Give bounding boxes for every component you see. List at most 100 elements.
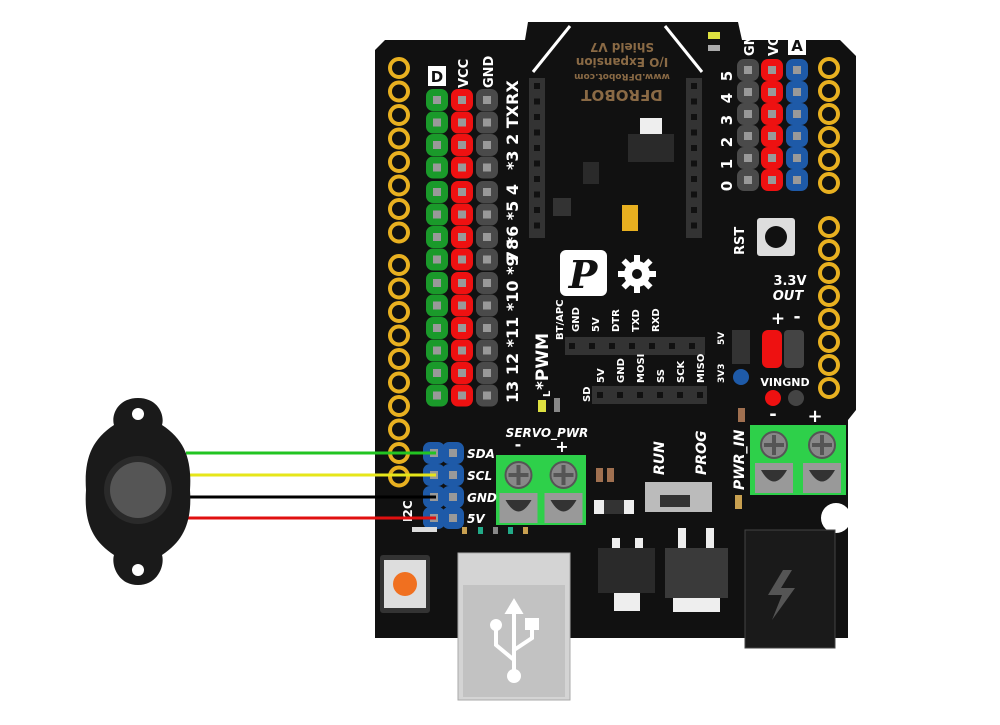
servo-power-terminal[interactable] <box>496 455 586 525</box>
reset-button[interactable] <box>757 218 795 256</box>
rst-label: RST <box>733 227 748 255</box>
voltage-jumper[interactable] <box>732 330 750 364</box>
3v3-out-plus-pins <box>762 330 782 368</box>
header-hole <box>388 151 410 173</box>
reset-button-bottom[interactable] <box>380 555 430 613</box>
digital-labels-8-13: 13 12 *11 *10 *9 8 <box>503 239 522 403</box>
screw-slot <box>764 443 784 447</box>
header-hole <box>818 331 840 353</box>
dc-power-jack[interactable] <box>744 529 836 649</box>
header-hole <box>388 277 410 300</box>
header-hole <box>388 127 410 150</box>
sd-hole <box>697 392 703 398</box>
header-hole <box>388 57 410 79</box>
sensor-wires <box>186 451 436 520</box>
digital-letter-box <box>428 66 446 86</box>
pin-contact <box>768 88 776 96</box>
servo-pwr-label: SERVO_PWR <box>506 426 589 441</box>
pin-contact <box>433 391 441 400</box>
pin-contact <box>458 163 466 172</box>
sd-pin-label: GND <box>616 358 627 383</box>
pin-contact <box>458 279 466 287</box>
run-label: RUN <box>652 441 668 475</box>
servo-minus: - <box>515 435 522 454</box>
xbee-hole <box>691 98 697 105</box>
xbee-hole <box>691 83 697 89</box>
bt-pin-label: 5V <box>591 317 602 332</box>
digital-header <box>426 89 498 407</box>
header-hole <box>388 395 410 417</box>
analog-letter-box <box>788 35 806 55</box>
xbee-hole <box>691 114 697 120</box>
pin-contact <box>768 110 776 118</box>
analog-pin-label: 5 <box>718 71 736 81</box>
clamp-opening <box>761 470 787 482</box>
pin-contact <box>483 369 491 377</box>
bt-hole <box>589 343 595 349</box>
analog-pin-label: 4 <box>718 93 736 103</box>
ic-chip <box>553 198 571 216</box>
resistor <box>596 468 603 482</box>
svg-text:DFROBOT: DFROBOT <box>581 86 663 104</box>
header-hole <box>818 262 840 284</box>
xbee-hole <box>691 160 697 167</box>
sd-hole <box>677 392 683 398</box>
pin-contact <box>458 255 466 264</box>
header-hole <box>818 149 840 171</box>
xbee-header <box>686 78 702 238</box>
resistor <box>554 398 560 412</box>
pin-contact <box>433 188 441 196</box>
pin-contact <box>433 301 441 310</box>
xbee-hole <box>534 191 540 198</box>
digital-gnd-label: GND <box>482 55 497 88</box>
header-hole <box>818 216 840 238</box>
sd-hole <box>657 392 663 398</box>
pin-contact <box>483 188 491 196</box>
digital-labels-4-7: 7 *6 *5 4 <box>503 184 522 262</box>
pwr-plus: + <box>807 406 822 427</box>
pin-contact <box>458 324 466 332</box>
xbee-hole <box>534 176 540 182</box>
vin-gnd-label: VINGND <box>760 376 809 389</box>
xbee-header <box>529 78 545 238</box>
pin-contact <box>433 346 441 355</box>
dfrobot-logo: DFROBOT www.DFRobot.com I/O Expansion Sh… <box>574 40 670 104</box>
sd-hole <box>637 392 643 398</box>
sensor-mount-hole <box>132 564 144 576</box>
arduino-header-holes <box>388 57 840 488</box>
header-hole <box>818 354 840 376</box>
pin-contact <box>744 132 752 140</box>
digital-vcc-label: VCC <box>457 59 472 88</box>
pin-contact <box>433 255 441 264</box>
header-hole <box>388 221 410 244</box>
bt-hole <box>669 343 675 349</box>
header-hole <box>818 239 840 261</box>
led-label: L <box>542 390 553 397</box>
sd-pin-label: SCK <box>676 359 687 383</box>
screw-slot <box>508 473 529 477</box>
header-hole <box>388 418 410 441</box>
power-led <box>708 32 720 39</box>
xbee-hole <box>691 176 697 182</box>
pin-contact <box>793 132 801 140</box>
header-hole <box>818 103 840 125</box>
usb-icon <box>490 598 539 683</box>
screw-slot <box>812 443 832 447</box>
pwm-label: *PWM <box>533 333 553 390</box>
clamp-opening <box>809 470 835 482</box>
digital-labels-0-3: *3 2 TXRX <box>503 80 522 170</box>
bt-pin-label: DTR <box>611 309 622 332</box>
pin-contact <box>458 188 466 196</box>
open-hardware-logo-p <box>560 250 607 296</box>
jumper-5v-label: 5V <box>717 332 727 345</box>
pin-contact <box>768 132 776 140</box>
pin-contact <box>458 210 466 219</box>
run-prog-switch[interactable] <box>645 482 712 512</box>
digital-letter: D <box>431 68 443 86</box>
i2c-pin-label: SCL <box>467 469 492 483</box>
power-input-terminal[interactable] <box>750 425 846 495</box>
svg-text:Shield V7: Shield V7 <box>590 40 654 54</box>
pin-contact <box>768 176 776 184</box>
